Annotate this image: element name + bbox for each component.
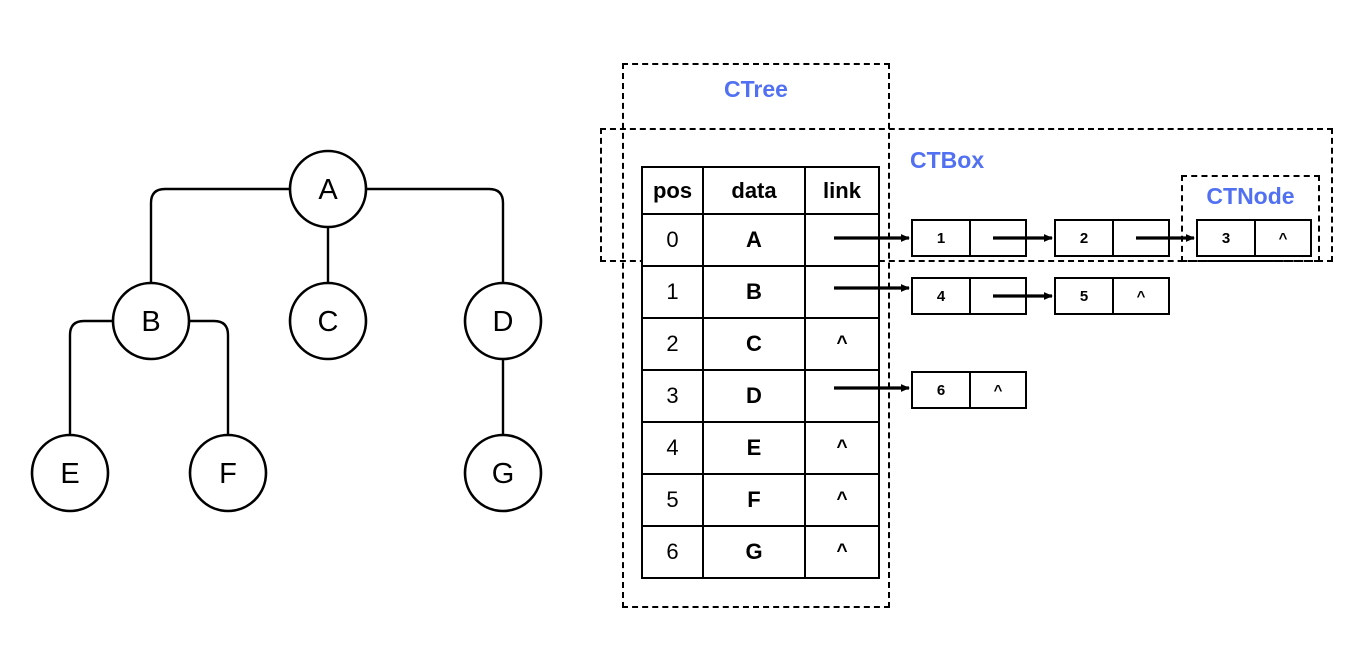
tree-node-circle	[463, 433, 543, 513]
tree-edge-b-f	[189, 319, 230, 435]
group-box-ctbox	[600, 128, 1333, 262]
cell-data: D	[702, 369, 806, 423]
cell-data: G	[702, 525, 806, 579]
tree-edge-group	[68, 187, 505, 435]
cell-data: F	[702, 473, 806, 527]
node-next-cell: ^	[1254, 221, 1310, 255]
tree-node-circle	[288, 281, 368, 361]
tree-node-f[interactable]: F	[188, 433, 268, 513]
linked-list-node[interactable]: 5^	[1054, 277, 1170, 315]
cell-link: ^	[804, 473, 880, 527]
table-header-pos: pos	[641, 166, 704, 215]
cell-data: B	[702, 265, 806, 319]
node-value-cell: 3	[1221, 229, 1231, 247]
group-box-ctnode	[1181, 175, 1320, 262]
cell-link: ^	[804, 525, 880, 579]
group-label-ctnode: CTNode	[1206, 183, 1295, 209]
tree-node-label: C	[318, 306, 339, 338]
table-header-data: data	[702, 166, 806, 215]
cell-link	[804, 369, 880, 423]
tree-edge-a-b	[149, 187, 290, 283]
tree-node-b[interactable]: B	[111, 281, 191, 361]
node-value-cell: 5	[1079, 287, 1089, 305]
cell-pos: 5	[641, 473, 704, 527]
linked-list-node[interactable]: 6^	[911, 371, 1027, 409]
linked-list-node[interactable]: 3^	[1196, 219, 1312, 257]
cell-pos: 0	[641, 213, 704, 267]
arrow-group	[834, 234, 1195, 392]
node-next-cell	[969, 279, 1025, 313]
node-next-cell: ^	[969, 373, 1025, 407]
node-next-cell: ^	[1112, 279, 1168, 313]
node-next-cell	[1112, 221, 1168, 255]
tree-node-label: D	[493, 306, 514, 338]
group-label-ctbox: CTBox	[910, 147, 985, 173]
tree-node-d[interactable]: D	[463, 281, 543, 361]
tree-node-label: A	[318, 174, 338, 206]
node-value-cell: 1	[936, 229, 946, 247]
tree-edge-a-d	[366, 187, 505, 283]
tree-node-group: A B C D E F G	[30, 149, 543, 513]
cell-data: E	[702, 421, 806, 475]
table-header-link: link	[804, 166, 880, 215]
tree-node-label: F	[219, 458, 237, 490]
group-label-ctree: CTree	[724, 76, 788, 102]
tree-node-e[interactable]: E	[30, 433, 110, 513]
tree-node-circle	[463, 281, 543, 361]
cell-link	[804, 265, 880, 319]
cell-link: ^	[804, 421, 880, 475]
node-value-cell: 6	[936, 381, 946, 399]
tree-node-label: B	[141, 306, 160, 338]
tree-node-circle	[288, 149, 368, 229]
node-value-cell: 2	[1079, 229, 1089, 247]
tree-node-label: G	[492, 458, 515, 490]
cell-link	[804, 213, 880, 267]
cell-data: C	[702, 317, 806, 371]
tree-node-label: E	[60, 458, 79, 490]
group-box-ctree	[622, 63, 890, 608]
tree-edge-b-e	[68, 319, 113, 435]
node-next-cell	[969, 221, 1025, 255]
cell-pos: 3	[641, 369, 704, 423]
tree-node-a[interactable]: A	[288, 149, 368, 229]
node-value-cell: 4	[936, 287, 946, 305]
cell-pos: 1	[641, 265, 704, 319]
cell-link: ^	[804, 317, 880, 371]
cell-pos: 2	[641, 317, 704, 371]
cell-pos: 4	[641, 421, 704, 475]
tree-node-circle	[188, 433, 268, 513]
tree-node-circle	[30, 433, 110, 513]
tree-node-g[interactable]: G	[463, 433, 543, 513]
tree-node-circle	[111, 281, 191, 361]
cell-data: A	[702, 213, 806, 267]
tree-node-c[interactable]: C	[288, 281, 368, 361]
cell-pos: 6	[641, 525, 704, 579]
